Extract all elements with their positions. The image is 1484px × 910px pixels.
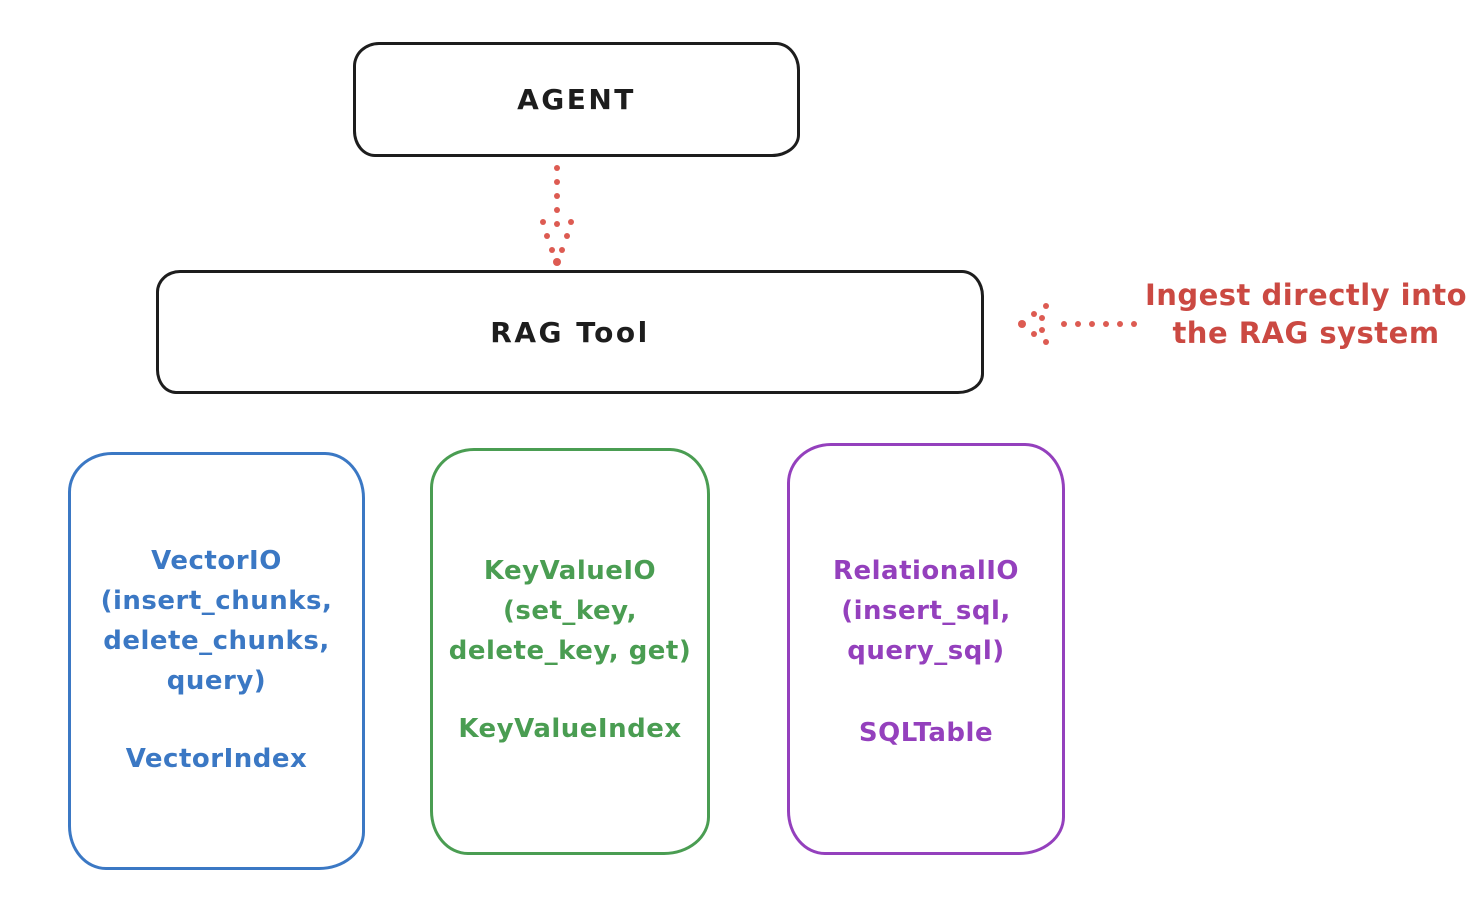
keyvalue-io-node: KeyValueIO (set_key, delete_key, get) Ke… bbox=[430, 448, 710, 855]
agent-node-label: AGENT bbox=[517, 83, 636, 116]
ingest-annotation-line2: the RAG system bbox=[1172, 316, 1440, 350]
relational-io-node: RelationalIO (insert_sql, query_sql) SQL… bbox=[787, 443, 1065, 855]
vector-io-text: VectorIO (insert_chunks, delete_chunks, … bbox=[71, 455, 362, 867]
keyvalue-io-title: KeyValueIO bbox=[483, 556, 657, 586]
vector-io-title: VectorIO bbox=[151, 546, 282, 576]
relational-io-method-line: query_sql) bbox=[847, 636, 1005, 666]
relational-io-method-line: (insert_sql, bbox=[841, 596, 1011, 626]
vector-io-node: VectorIO (insert_chunks, delete_chunks, … bbox=[68, 452, 365, 870]
vector-io-method-line: query) bbox=[166, 666, 267, 696]
relational-io-title: RelationalIO bbox=[832, 556, 1020, 586]
annotation-to-ragtool-left-arrow-icon bbox=[1018, 303, 1137, 345]
keyvalue-io-text: KeyValueIO (set_key, delete_key, get) Ke… bbox=[433, 451, 707, 852]
sql-table-label: SQLTable bbox=[858, 718, 994, 748]
rag-tool-node-label: RAG Tool bbox=[490, 315, 650, 349]
ingest-annotation-line1: Ingest directly into bbox=[1144, 278, 1468, 312]
keyvalue-io-method-line: delete_key, get) bbox=[448, 636, 692, 666]
vector-index-label: VectorIndex bbox=[125, 744, 308, 774]
agent-node: AGENT bbox=[353, 42, 800, 157]
vector-io-method-line: (insert_chunks, bbox=[100, 586, 333, 616]
vector-io-method-line: delete_chunks, bbox=[103, 626, 330, 656]
rag-tool-node: RAG Tool bbox=[156, 270, 984, 394]
keyvalue-index-label: KeyValueIndex bbox=[458, 714, 682, 744]
ingest-annotation: Ingest directly into the RAG system bbox=[1136, 276, 1476, 352]
relational-io-text: RelationalIO (insert_sql, query_sql) SQL… bbox=[790, 446, 1062, 852]
agent-to-ragtool-down-arrow-icon bbox=[540, 165, 574, 266]
keyvalue-io-method-line: (set_key, bbox=[503, 596, 637, 626]
